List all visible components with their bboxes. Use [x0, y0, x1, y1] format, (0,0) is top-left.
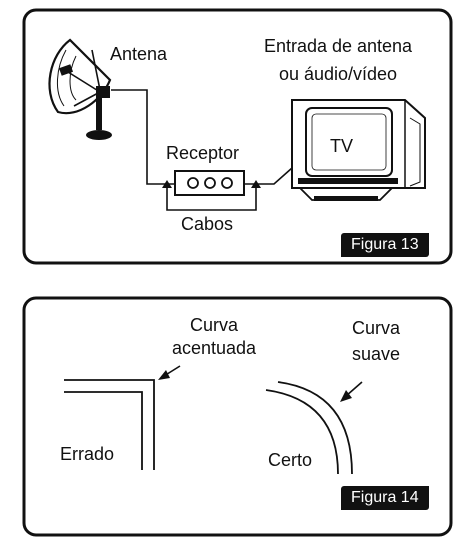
figure14-caption: Figura 14	[341, 486, 429, 510]
smooth-bend-label-line1: Curva	[351, 318, 400, 338]
antenna-cable	[111, 89, 174, 185]
receiver-jack-2	[204, 177, 216, 189]
sharp-bend-label-line2: acentuada	[171, 338, 257, 358]
sharp-bend-label-line1: Curva	[189, 315, 238, 335]
figure14-panel-frame	[22, 296, 453, 537]
antenna-label: Antena	[110, 44, 168, 64]
tv-set-icon	[291, 99, 426, 201]
smooth-bend-arrow	[340, 381, 363, 402]
cables-bracket	[162, 180, 261, 211]
smooth-bend-cable	[265, 381, 353, 475]
smooth-bend-label-line2: suave	[351, 344, 401, 364]
receiver-label: Receptor	[166, 143, 240, 163]
sharp-bend-cable	[64, 379, 155, 470]
figure13-caption: Figura 13	[341, 233, 429, 257]
cables-label: Cabos	[181, 214, 234, 234]
receiver-jack-3	[221, 177, 233, 189]
figure13-panel-frame	[22, 8, 453, 265]
tv-label: TV	[330, 136, 354, 156]
input-label-line2: ou áudio/vídeo	[278, 64, 398, 84]
tv-cable	[244, 167, 293, 185]
receiver-box	[174, 170, 245, 196]
wrong-label: Errado	[60, 444, 115, 464]
sharp-bend-arrow	[158, 365, 181, 380]
input-label-line1: Entrada de antena	[263, 36, 413, 56]
right-label: Certo	[268, 450, 313, 470]
satellite-dish-icon	[48, 38, 112, 140]
receiver-jack-1	[187, 177, 199, 189]
signal-cables	[111, 89, 293, 185]
